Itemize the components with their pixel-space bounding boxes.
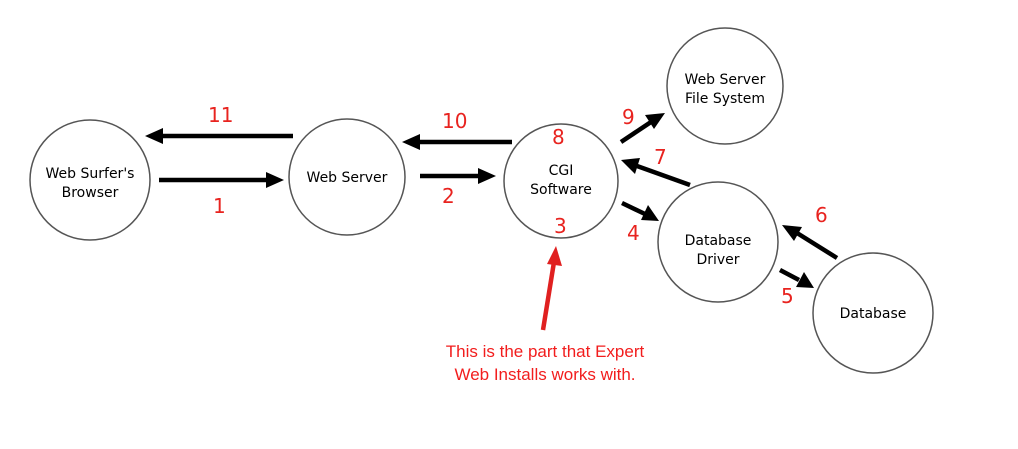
arrow-4-head <box>641 205 659 221</box>
pointer-arrow-head <box>547 246 562 266</box>
arrow-10-head <box>402 134 420 150</box>
step-3: 3 <box>554 214 567 238</box>
step-9: 9 <box>622 105 635 129</box>
arrow-9 <box>619 120 653 144</box>
browser-node <box>29 119 151 241</box>
step-8: 8 <box>552 125 565 149</box>
step-7: 7 <box>654 145 667 169</box>
browser-label-line2: Browser <box>62 185 119 201</box>
arrow-6 <box>795 231 839 260</box>
arrow-1-head <box>266 172 284 188</box>
database-label: Database <box>840 306 907 322</box>
arrow-7-head <box>621 158 640 174</box>
file-system-label-line1: Web Server <box>685 72 766 88</box>
driver-label-line2: Driver <box>696 252 739 268</box>
arrow-5 <box>778 268 801 282</box>
file-system-label-line2: File System <box>685 91 765 107</box>
database-driver-node <box>657 181 779 303</box>
cgi-label-line2: Software <box>530 182 592 198</box>
step-6: 6 <box>815 203 828 227</box>
arrow-4 <box>621 200 646 217</box>
web-server-label: Web Server <box>307 170 388 186</box>
step-10: 10 <box>442 109 467 133</box>
arrow-6-head <box>782 225 802 241</box>
arrow-7 <box>636 163 691 188</box>
arrow-9-head <box>645 113 665 129</box>
web-server-node <box>288 118 406 236</box>
step-11: 11 <box>208 103 233 127</box>
arrow-11-head <box>145 128 163 144</box>
arrow-2-head <box>478 168 496 184</box>
browser-label-line1: Web Surfer's <box>46 166 135 182</box>
driver-label-line1: Database <box>685 233 752 249</box>
step-4: 4 <box>627 221 640 245</box>
step-2: 2 <box>442 184 455 208</box>
pointer-arrow <box>540 261 557 331</box>
step-1: 1 <box>213 194 226 218</box>
cgi-software-node <box>503 123 619 239</box>
arrow-5-head <box>796 272 814 288</box>
file-system-node <box>666 27 784 145</box>
cgi-label-line1: CGI <box>549 163 574 179</box>
database-node <box>812 252 934 374</box>
note-line1: This is the part that Expert <box>446 342 645 361</box>
note-line2: Web Installs works with. <box>454 365 635 384</box>
step-5: 5 <box>781 284 794 308</box>
